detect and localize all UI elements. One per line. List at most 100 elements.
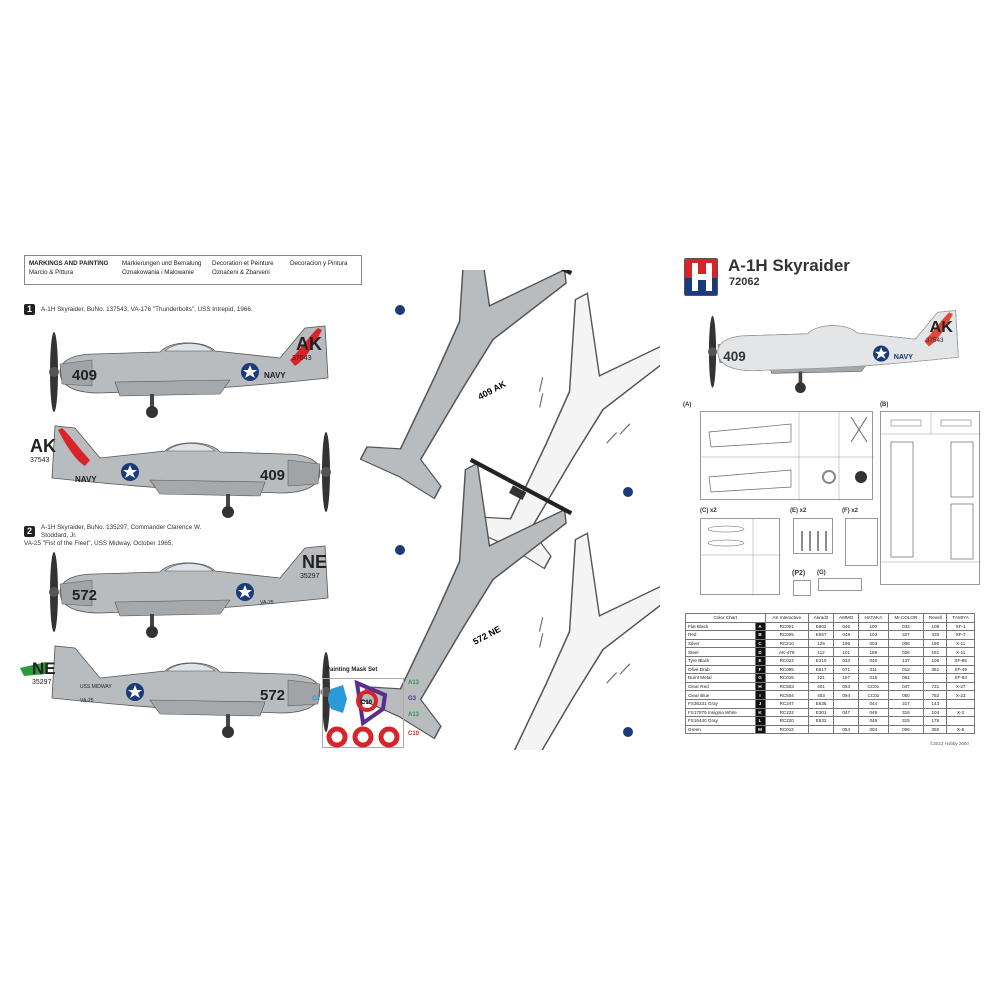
mask-label-a13: A13	[408, 680, 420, 686]
paint-code: 121	[807, 673, 835, 683]
column-header: AK Interactive	[764, 613, 809, 623]
color-letter: H	[754, 681, 766, 692]
paint-code: 316	[887, 707, 925, 718]
sprue-p2	[793, 580, 811, 596]
paint-code: 327	[887, 630, 925, 640]
paint-code: X-23	[946, 690, 975, 700]
paint-code: RC222	[764, 707, 809, 718]
navy-text: NAVY	[264, 371, 286, 380]
color-name: Burnt Metal	[685, 673, 756, 683]
tail-code: AK	[30, 436, 56, 456]
paint-code: RC504	[764, 690, 809, 700]
column-header: HATAKA	[858, 613, 889, 623]
paint-code: E657	[807, 630, 835, 640]
profile-port: 409 AK 37543 NAVY	[30, 425, 332, 519]
paint-code: 047	[887, 681, 925, 692]
header-en: MARKINGS AND PAINTING	[29, 260, 109, 267]
paint-code	[833, 716, 860, 726]
column-header: AMMO	[833, 613, 860, 623]
sprue-b-label: (B)	[880, 402, 889, 408]
color-name: FS16440 Gray	[685, 716, 756, 726]
paint-code: 033	[833, 655, 860, 666]
caption-text: A-1H Skyraider, BuNo. 135297, Commander …	[41, 524, 202, 539]
paint-code: XF-49	[946, 664, 975, 675]
sprue-p2-label: (P2)	[792, 570, 806, 577]
paint-code: 049	[858, 707, 889, 718]
paint-code: E632	[807, 716, 835, 726]
product-title: A-1H Skyraider	[728, 256, 850, 275]
paint-code: RC015	[764, 673, 809, 683]
paint-code: 012	[887, 664, 925, 675]
color-letter: E	[754, 655, 766, 666]
navy-text: NAVY	[75, 475, 97, 484]
sprue-a-label: (A)	[683, 402, 692, 408]
nose-code: 409	[260, 467, 285, 484]
tail-code: AK	[930, 318, 954, 336]
color-name: Clear Red	[685, 681, 756, 692]
color-name: Flat Black	[685, 621, 756, 632]
plan-views: 409 AK 572 NE	[360, 270, 660, 750]
scheme-2-profiles: 572 NE 35297 VA-25 572 NE 35297 USS MIDW…	[20, 545, 332, 739]
sprue-a	[700, 411, 874, 501]
color-letter: J	[754, 698, 766, 709]
paint-code: RC005	[764, 630, 809, 640]
paint-code: E310	[807, 655, 835, 666]
paint-code: 100	[858, 621, 889, 632]
paint-code	[807, 724, 835, 735]
paint-code: X-2	[946, 707, 975, 718]
paint-code: 054	[833, 724, 860, 735]
color-name: Red	[685, 630, 756, 640]
paint-code: 040	[858, 655, 889, 666]
paint-code: E902	[807, 621, 835, 632]
paint-code: 050	[887, 690, 925, 700]
serial: 35297	[300, 573, 320, 580]
paint-code: 191	[923, 647, 948, 657]
sprue-f	[845, 518, 878, 566]
sprue-e-label: (E) x2	[790, 508, 807, 514]
color-letter: K	[754, 707, 766, 718]
column-header: Mr.COLOR	[887, 613, 925, 623]
paint-code: 401	[807, 681, 835, 692]
mask-inner-label: C10	[361, 700, 373, 706]
tail-code: AK	[296, 334, 322, 354]
paint-code: 033	[887, 621, 925, 632]
paint-code: X-11	[946, 647, 975, 657]
paint-code: 731	[923, 681, 948, 692]
tail-code: NE	[302, 552, 327, 572]
paint-code: 403	[807, 690, 835, 700]
column-header: Color Chart	[685, 613, 766, 623]
color-letter: B	[754, 630, 766, 640]
paint-code: 104	[923, 707, 948, 718]
profile-starboard: 572 NE 35297 VA-25	[48, 545, 329, 639]
paint-code: 190	[923, 638, 948, 649]
paint-code: 143	[923, 698, 948, 709]
paint-code	[833, 698, 860, 709]
navy-text: USS MIDWAY	[80, 684, 112, 690]
paint-code: 046	[833, 621, 860, 632]
nose-code: 409	[72, 367, 97, 384]
caption-text-2: VA-25 "Fist of the Fleet", USS Midway, O…	[24, 540, 174, 547]
serial: 35297	[32, 679, 52, 686]
serial: 37543	[926, 337, 944, 344]
paint-code: CC01	[858, 681, 889, 692]
tail-code: NE	[32, 659, 56, 678]
profile-starboard: 409 AK 37543 NAVY	[48, 325, 329, 419]
serial: 37543	[30, 457, 50, 464]
painting-mask-set: C10	[322, 678, 404, 748]
paint-code: RC085	[764, 664, 809, 675]
paint-code: 112	[807, 647, 835, 657]
paint-code: 108	[923, 621, 948, 632]
mask-set-title: Painting Mask Set	[326, 667, 378, 673]
paint-code: 049	[833, 630, 860, 640]
paint-code	[923, 673, 948, 683]
color-name: FS36231 Gray	[685, 698, 756, 709]
copyright: ©2023 Hobby 2000	[930, 741, 969, 746]
color-letter: C	[754, 638, 766, 649]
